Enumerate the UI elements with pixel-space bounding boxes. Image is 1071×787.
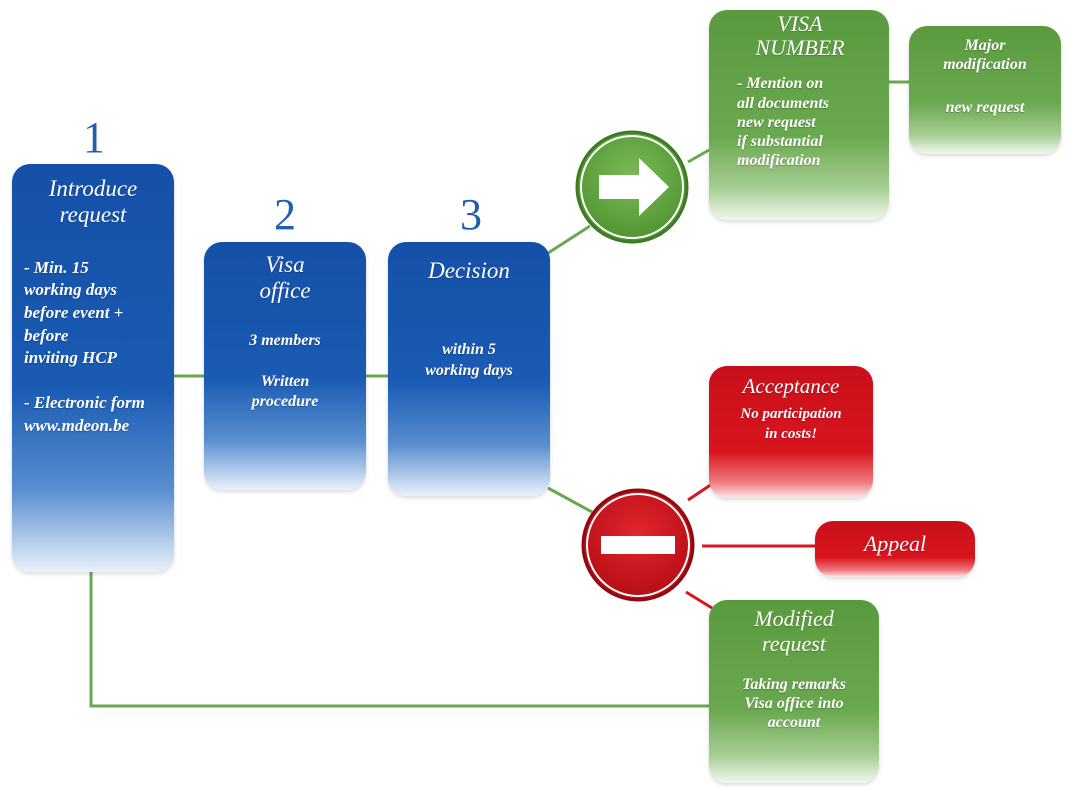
title-line: NUMBER <box>755 35 845 61</box>
visa-number-details: - Mention on all documents new request i… <box>719 74 881 170</box>
major-modification-box: Major modification new request <box>909 26 1061 154</box>
connector-3-reject <box>547 486 593 514</box>
title-line: request <box>762 631 826 657</box>
detail-line: modification <box>943 56 1027 74</box>
connector-modified-loop <box>89 572 709 708</box>
decision-box: Decision within 5 working days <box>388 242 550 496</box>
detail-line: in costs! <box>764 426 818 443</box>
modified-request-title: Modified request <box>715 606 873 657</box>
introduce-request-title: Introduce request <box>20 176 166 229</box>
connector-reject-modified <box>685 590 713 610</box>
visa-office-box: Visa office 3 members Written procedure <box>204 242 366 490</box>
connector-3-approve <box>544 224 591 257</box>
detail-line: Taking remarks <box>742 675 846 693</box>
step-number-2: 2 <box>274 190 296 239</box>
introduce-request-details: - Min. 15 working days before event + be… <box>20 257 166 437</box>
right-arrow-icon <box>575 130 689 244</box>
title-line: VISA <box>777 11 823 36</box>
acceptance-box: Acceptance No participation in costs! <box>709 366 873 498</box>
detail-line: account <box>767 713 821 731</box>
detail-line: modification <box>737 152 821 170</box>
step-number-3: 3 <box>460 190 482 239</box>
major-modification-details: Major modification new request <box>917 36 1053 118</box>
detail-line: if substantial <box>737 132 823 150</box>
detail-line: - Min. 15 <box>24 257 89 277</box>
appeal-box: Appeal <box>815 521 975 577</box>
title-line: office <box>259 278 311 304</box>
modified-request-box: Modified request Taking remarks Visa off… <box>709 600 879 783</box>
detail-line: Major <box>964 37 1006 54</box>
detail-line: new request <box>737 113 816 131</box>
acceptance-details: No participation in costs! <box>715 404 867 445</box>
minus-icon <box>581 488 695 602</box>
detail-line: before event + <box>24 303 124 323</box>
detail-line: No participation <box>740 406 842 423</box>
visa-office-title: Visa office <box>212 252 358 305</box>
detail-line: Visa office into <box>744 694 844 712</box>
acceptance-title: Acceptance <box>742 374 840 398</box>
detail-line: procedure <box>251 393 319 411</box>
decision-details: within 5 working days <box>396 340 542 382</box>
step-number-1: 1 <box>83 113 105 162</box>
detail-line: - Electronic form <box>24 392 145 412</box>
appeal-title: Appeal <box>863 531 927 556</box>
visa-number-title: VISA NUMBER <box>719 11 881 61</box>
detail-line: 3 members <box>249 331 321 349</box>
detail-line: new request <box>945 99 1025 117</box>
connector-approve-visa <box>687 148 710 164</box>
title-line: request <box>59 202 127 228</box>
detail-line: working days <box>425 362 513 380</box>
detail-line: inviting HCP <box>24 348 118 368</box>
decision-title: Decision <box>428 258 510 283</box>
visa-number-box: VISA NUMBER - Mention on all documents n… <box>709 10 889 220</box>
detail-line: all documents <box>737 94 830 112</box>
title-line: Introduce <box>48 176 138 201</box>
introduce-request-box: Introduce request - Min. 15 working days… <box>12 164 174 572</box>
detail-line: Written <box>260 372 310 390</box>
visa-office-details: 3 members Written procedure <box>212 331 358 413</box>
connector-reject-acceptance <box>687 482 713 502</box>
title-line: Visa <box>265 252 305 277</box>
title-line: Modified <box>754 606 834 631</box>
detail-line: www.mdeon.be <box>24 415 130 435</box>
detail-line: - Mention on <box>737 75 824 93</box>
detail-line: within 5 <box>442 341 496 359</box>
modified-request-details: Taking remarks Visa office into account <box>715 675 873 733</box>
detail-line: working days <box>24 280 118 300</box>
detail-line: before <box>24 325 69 345</box>
